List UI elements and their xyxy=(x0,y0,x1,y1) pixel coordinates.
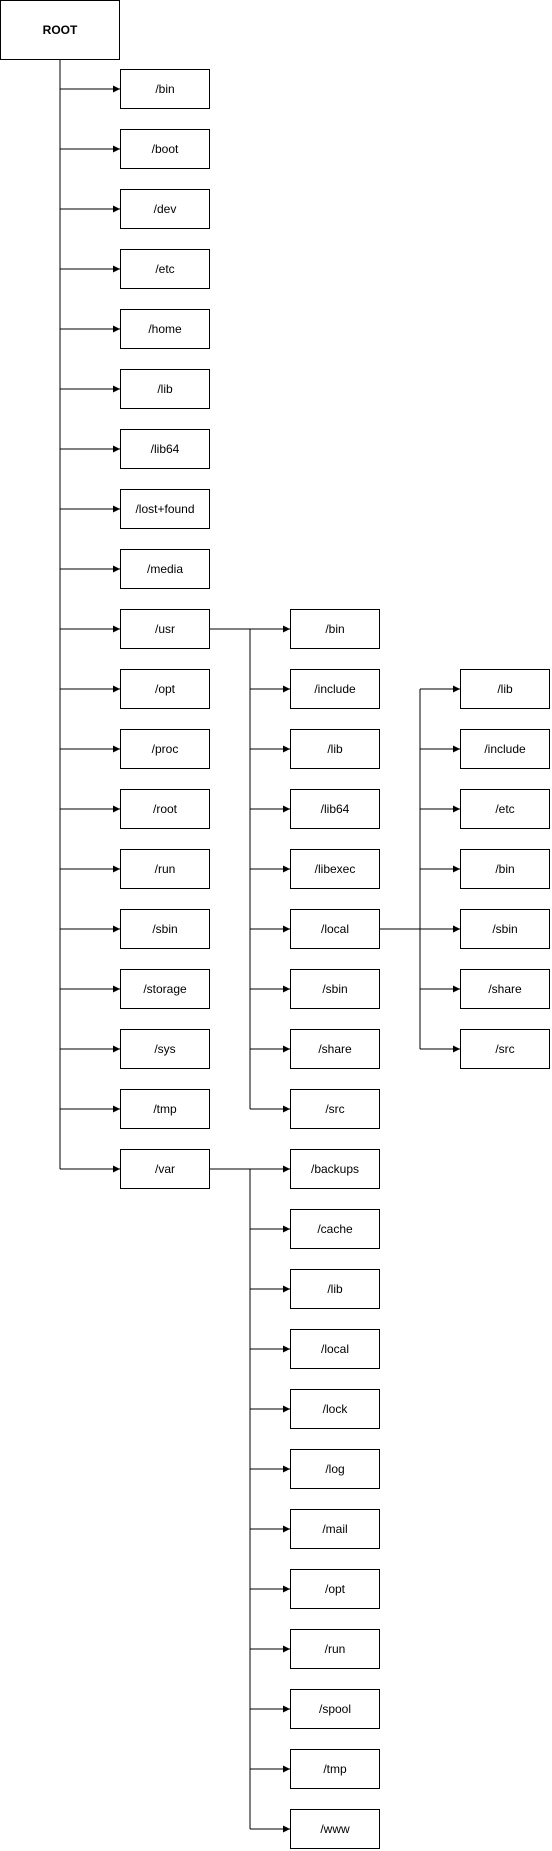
local-dir-bin: /bin xyxy=(460,849,550,889)
root-dir-usr: /usr xyxy=(120,609,210,649)
local-dir-include: /include xyxy=(460,729,550,769)
root-dir-lib64: /lib64 xyxy=(120,429,210,469)
usr-dir-share: /share xyxy=(290,1029,380,1069)
local-dir-etc: /etc xyxy=(460,789,550,829)
var-dir-opt: /opt xyxy=(290,1569,380,1609)
var-dir-mail: /mail xyxy=(290,1509,380,1549)
var-dir-spool: /spool xyxy=(290,1689,380,1729)
root-dir-var: /var xyxy=(120,1149,210,1189)
var-dir-run: /run xyxy=(290,1629,380,1669)
usr-dir-include: /include xyxy=(290,669,380,709)
usr-dir-bin: /bin xyxy=(290,609,380,649)
root-dir-run: /run xyxy=(120,849,210,889)
root-dir-sbin: /sbin xyxy=(120,909,210,949)
root-dir-storage: /storage xyxy=(120,969,210,1009)
local-dir-sbin: /sbin xyxy=(460,909,550,949)
root-dir-bin: /bin xyxy=(120,69,210,109)
root-dir-dev: /dev xyxy=(120,189,210,229)
local-dir-lib: /lib xyxy=(460,669,550,709)
local-dir-share: /share xyxy=(460,969,550,1009)
var-dir-lib: /lib xyxy=(290,1269,380,1309)
root-dir-opt: /opt xyxy=(120,669,210,709)
var-dir-cache: /cache xyxy=(290,1209,380,1249)
usr-dir-src: /src xyxy=(290,1089,380,1129)
root-node: ROOT xyxy=(0,0,120,60)
var-dir-www: /www xyxy=(290,1809,380,1849)
root-dir-lib: /lib xyxy=(120,369,210,409)
root-dir-root: /root xyxy=(120,789,210,829)
var-dir-tmp: /tmp xyxy=(290,1749,380,1789)
root-dir-proc: /proc xyxy=(120,729,210,769)
var-dir-log: /log xyxy=(290,1449,380,1489)
var-dir-lock: /lock xyxy=(290,1389,380,1429)
usr-dir-libexec: /libexec xyxy=(290,849,380,889)
usr-dir-sbin: /sbin xyxy=(290,969,380,1009)
root-dir-lost-found: /lost+found xyxy=(120,489,210,529)
usr-dir-lib64: /lib64 xyxy=(290,789,380,829)
root-dir-boot: /boot xyxy=(120,129,210,169)
usr-dir-lib: /lib xyxy=(290,729,380,769)
usr-dir-local: /local xyxy=(290,909,380,949)
root-dir-etc: /etc xyxy=(120,249,210,289)
var-dir-local: /local xyxy=(290,1329,380,1369)
root-dir-media: /media xyxy=(120,549,210,589)
root-dir-home: /home xyxy=(120,309,210,349)
root-dir-sys: /sys xyxy=(120,1029,210,1069)
var-dir-backups: /backups xyxy=(290,1149,380,1189)
local-dir-src: /src xyxy=(460,1029,550,1069)
root-dir-tmp: /tmp xyxy=(120,1089,210,1129)
